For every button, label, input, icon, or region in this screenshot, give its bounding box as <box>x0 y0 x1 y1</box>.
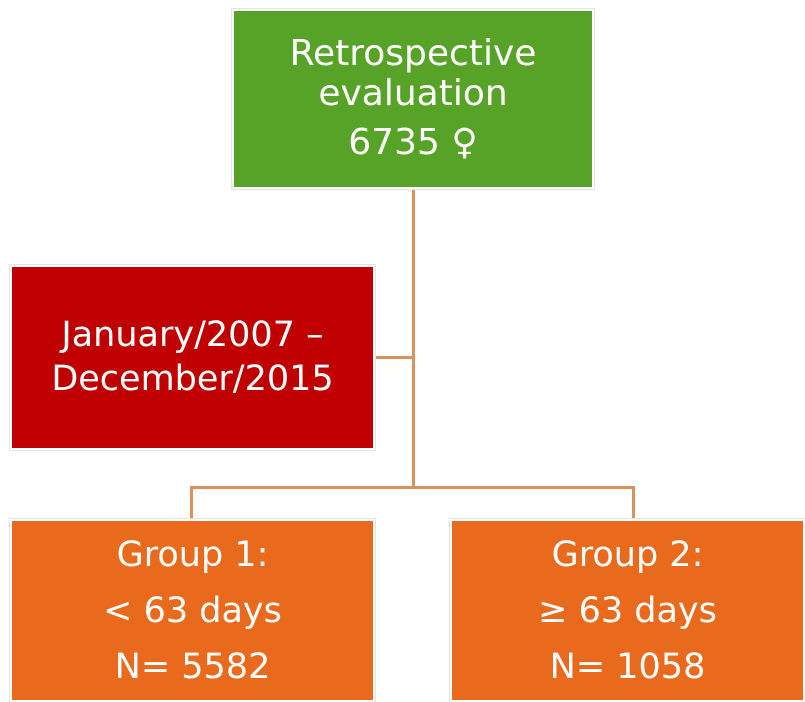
connector-period-branch <box>375 356 414 359</box>
group2-criterion: ≥ 63 days <box>538 590 717 631</box>
retrospective-evaluation-box: Retrospective evaluation 6735 ♀ <box>231 8 595 190</box>
group1-count: N= 5582 <box>114 646 271 687</box>
connector-group1-drop <box>190 486 193 520</box>
group2-box: Group 2: ≥ 63 days N= 1058 <box>449 518 805 702</box>
group1-box: Group 1: < 63 days N= 5582 <box>9 518 376 702</box>
connector-vertical-main <box>412 189 415 487</box>
period-end: December/2015 <box>51 358 334 399</box>
connector-horizontal-split <box>190 486 635 489</box>
group2-title: Group 2: <box>551 534 704 575</box>
group1-title: Group 1: <box>116 534 269 575</box>
top-box-line2: evaluation <box>318 73 508 115</box>
connector-group2-drop <box>632 486 635 520</box>
study-period-box: January/2007 – December/2015 <box>9 264 376 451</box>
period-start: January/2007 – <box>61 314 324 355</box>
group1-criterion: < 63 days <box>103 590 282 631</box>
top-box-count: 6735 ♀ <box>348 121 478 163</box>
top-box-line1: Retrospective <box>289 33 537 75</box>
group2-count: N= 1058 <box>549 646 706 687</box>
